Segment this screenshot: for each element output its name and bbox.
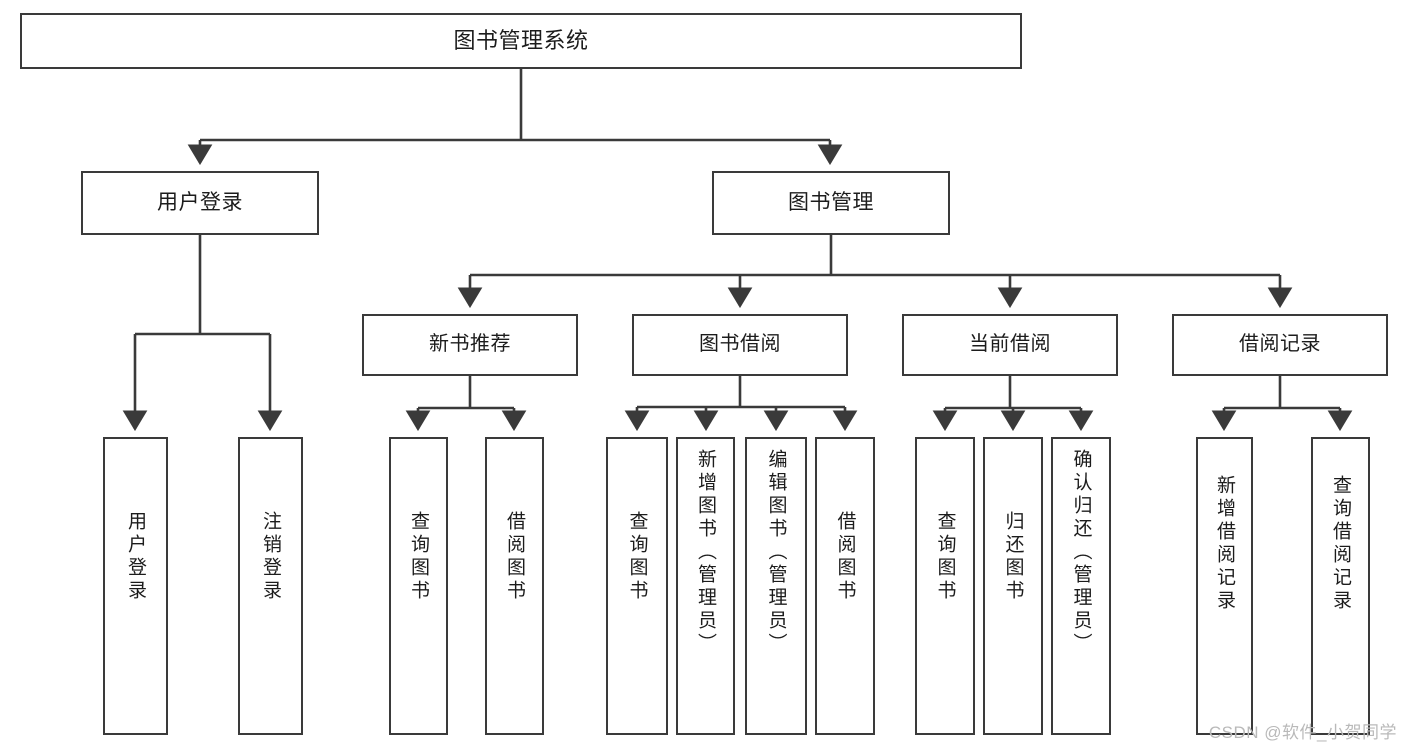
node-leaf-query-book-1[interactable]: 查询图书 [389, 437, 448, 735]
node-leaf-user-logout-label: 注销登录 [260, 511, 281, 603]
node-leaf-query-book-1-label: 查询图书 [408, 511, 429, 603]
node-leaf-query-book-2-label: 查询图书 [626, 511, 648, 603]
node-leaf-borrow-book-2-label: 借阅图书 [834, 511, 856, 603]
node-leaf-query-borrow-record-label: 查询借阅记录 [1330, 475, 1351, 613]
node-root[interactable]: 图书管理系统 [20, 13, 1022, 69]
watermark: CSDN @软件_小贺同学 [1208, 723, 1397, 742]
node-leaf-edit-book-admin[interactable]: 编辑图书（管理员） [745, 437, 807, 735]
node-leaf-edit-book-admin-label: 编辑图书（管理员） [765, 449, 787, 656]
node-leaf-return-book-label: 归还图书 [1002, 511, 1024, 603]
node-book-manage-label: 图书管理 [788, 190, 874, 214]
node-leaf-borrow-book-2[interactable]: 借阅图书 [815, 437, 875, 735]
node-book-borrow[interactable]: 图书借阅 [632, 314, 848, 376]
node-leaf-add-borrow-record-label: 新增借阅记录 [1214, 475, 1235, 613]
node-current-borrow-label: 当前借阅 [969, 333, 1051, 356]
node-borrow-record[interactable]: 借阅记录 [1172, 314, 1388, 376]
node-root-label: 图书管理系统 [453, 28, 589, 54]
node-user-login-label: 用户登录 [157, 190, 243, 214]
node-new-book-recommend-label: 新书推荐 [429, 333, 511, 356]
node-leaf-query-book-3-label: 查询图书 [934, 511, 956, 603]
node-current-borrow[interactable]: 当前借阅 [902, 314, 1118, 376]
node-leaf-confirm-return-admin[interactable]: 确认归还（管理员） [1051, 437, 1111, 735]
node-leaf-query-book-2[interactable]: 查询图书 [606, 437, 668, 735]
node-leaf-user-login-label: 用户登录 [125, 511, 146, 603]
node-book-manage[interactable]: 图书管理 [712, 171, 950, 235]
node-leaf-query-borrow-record[interactable]: 查询借阅记录 [1311, 437, 1370, 735]
node-leaf-query-book-3[interactable]: 查询图书 [915, 437, 975, 735]
node-leaf-add-borrow-record[interactable]: 新增借阅记录 [1196, 437, 1253, 735]
node-leaf-user-login[interactable]: 用户登录 [103, 437, 168, 735]
node-leaf-borrow-book-1-label: 借阅图书 [504, 511, 525, 603]
node-leaf-confirm-return-admin-label: 确认归还（管理员） [1070, 449, 1092, 656]
node-leaf-add-book-admin[interactable]: 新增图书（管理员） [676, 437, 735, 735]
node-leaf-user-logout[interactable]: 注销登录 [238, 437, 303, 735]
node-book-borrow-label: 图书借阅 [699, 333, 781, 356]
node-user-login[interactable]: 用户登录 [81, 171, 319, 235]
node-new-book-recommend[interactable]: 新书推荐 [362, 314, 578, 376]
node-leaf-borrow-book-1[interactable]: 借阅图书 [485, 437, 544, 735]
node-borrow-record-label: 借阅记录 [1239, 333, 1321, 356]
node-leaf-add-book-admin-label: 新增图书（管理员） [695, 449, 716, 656]
node-leaf-return-book[interactable]: 归还图书 [983, 437, 1043, 735]
